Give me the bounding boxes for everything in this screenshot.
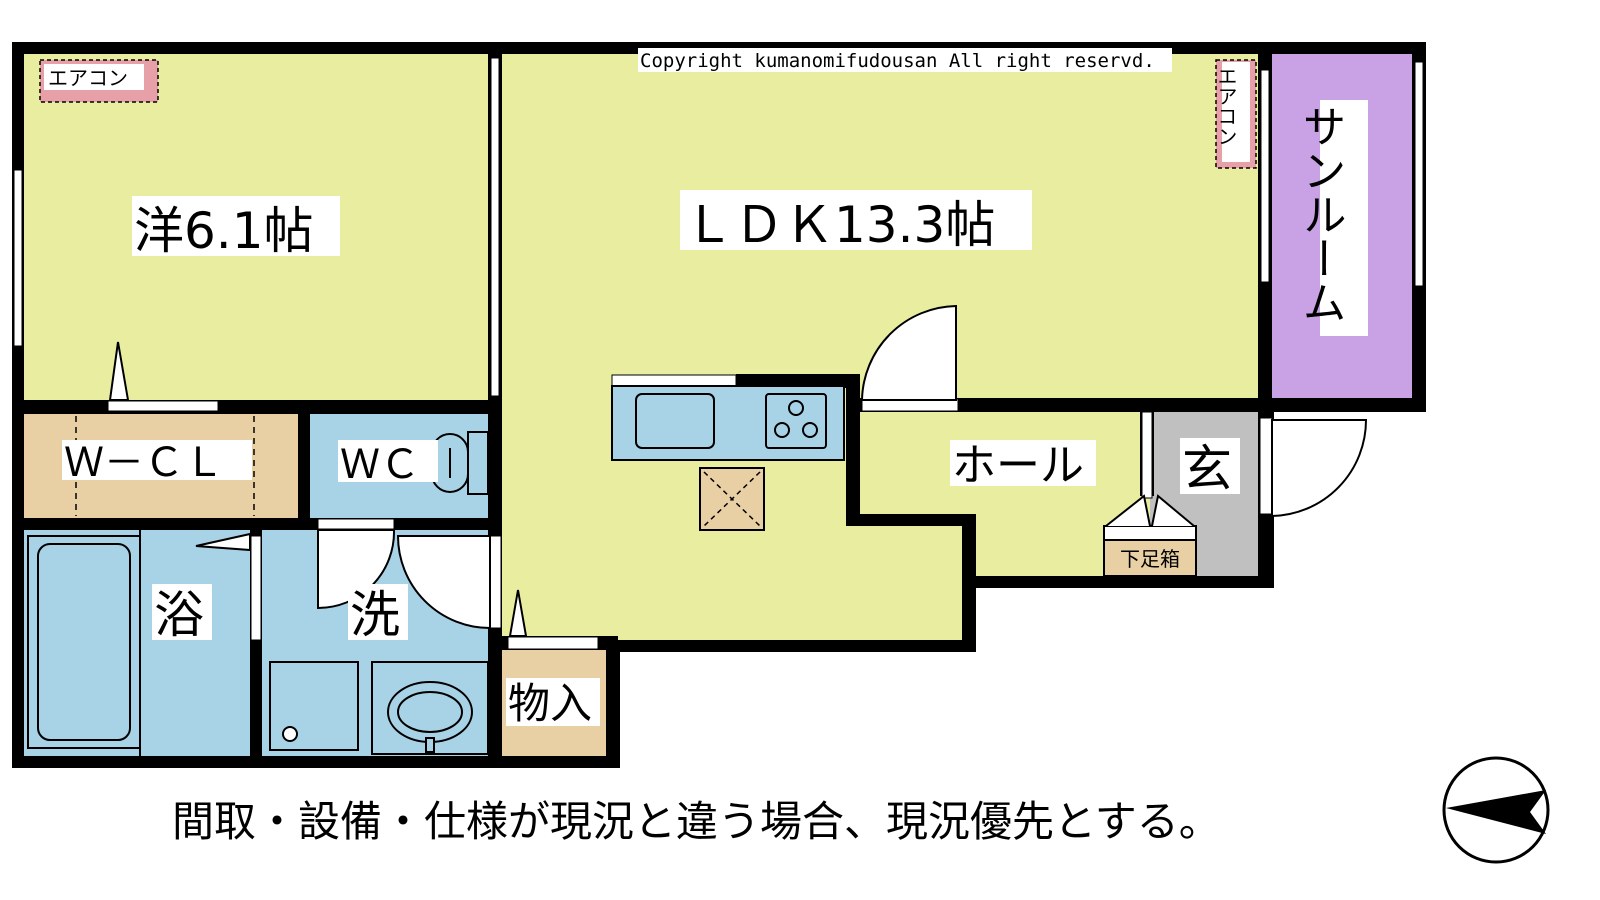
sink-icon [635, 393, 715, 449]
door-gap [507, 636, 599, 650]
compass-needle [1446, 790, 1546, 834]
aircon-tag-inner [44, 64, 144, 90]
burner [788, 400, 804, 416]
room-label-ldk: ＬＤＫ13.3帖 [684, 196, 995, 254]
wall [736, 374, 856, 388]
label-bg [1320, 100, 1368, 336]
burner [802, 422, 818, 438]
door-gap [107, 400, 219, 412]
bathtub-icon [27, 530, 141, 756]
table-cross [703, 471, 761, 527]
burner [774, 422, 790, 438]
north-arrow-icon [1442, 756, 1550, 864]
wall [606, 640, 620, 768]
window [490, 57, 500, 397]
room-label-bath: 浴 [154, 586, 204, 644]
basin-inner [397, 691, 463, 733]
wall [298, 400, 310, 530]
toilet-icon [431, 431, 489, 495]
door-gap [250, 535, 262, 641]
wall [846, 374, 860, 524]
label-bg [152, 584, 212, 640]
door-gap [317, 518, 395, 530]
toilet-tank [467, 431, 489, 495]
room-label-entrance: 玄 [1182, 440, 1232, 498]
wall [962, 576, 1274, 588]
door-swing [860, 304, 957, 401]
label-bg [950, 440, 1096, 486]
door-gap [1259, 417, 1273, 515]
windows [13, 57, 1424, 397]
wash-fixtures [269, 661, 489, 755]
window [1260, 69, 1270, 283]
window [1414, 61, 1424, 287]
wall [1258, 398, 1426, 412]
aircon-tags: エアコン エアコン [39, 59, 1257, 169]
wall [606, 640, 976, 652]
label-bg [348, 584, 408, 640]
door-gap [1141, 411, 1153, 499]
aircon-label: エアコン [48, 66, 128, 90]
shoe-box-label: 下足箱 [1120, 547, 1180, 571]
wall [846, 514, 976, 526]
room-label-storage: 物入 [508, 679, 592, 728]
disclaimer: 間取・設備・仕様が現況と違う場合、現況優先とする。 [172, 797, 1221, 846]
label-bg [680, 190, 1032, 250]
room-label-hall: ホール [952, 440, 1084, 491]
copyright: Copyright kumanomifudousan All right res… [640, 50, 1155, 72]
aircon-label: エアコン [1214, 66, 1238, 146]
kitchen [611, 385, 845, 531]
label-bg [62, 440, 252, 480]
door-swing [195, 532, 251, 552]
stove-icon [765, 393, 827, 449]
door-swings [108, 304, 1368, 637]
wall [12, 400, 502, 414]
shoe-box: 下足箱 [1103, 494, 1197, 577]
room-labels: 洋6.1帖 ＬＤＫ13.3帖 サンルーム Ｗ－ＣＬ ＷＣ ホール 玄 浴 洗 物… [62, 100, 1368, 728]
shoe-box-top [1103, 525, 1197, 541]
label-bg [506, 678, 600, 726]
door-swing [108, 341, 130, 401]
door-swing [396, 535, 491, 630]
door-swing [508, 589, 528, 637]
room-label-sunroom: サンルーム [1295, 104, 1346, 324]
door-gaps [107, 374, 1273, 650]
copyright-bg [638, 48, 1172, 72]
window [13, 169, 23, 347]
label-bg [132, 196, 340, 256]
door-swing [317, 529, 396, 610]
room-label-western: 洋6.1帖 [134, 202, 314, 260]
shoe-box-doors [1105, 494, 1195, 527]
room-label-wc: ＷＣ [340, 442, 420, 488]
bathtub-inner [37, 543, 131, 741]
shoe-box-body [1103, 539, 1197, 577]
drain [282, 726, 298, 742]
door-swing [1271, 419, 1368, 518]
wall [12, 756, 620, 768]
label-bg [1180, 438, 1240, 494]
basin-tap [425, 737, 435, 753]
room-label-wcl: Ｗ－ＣＬ [64, 440, 224, 486]
label-bg [338, 440, 438, 482]
room-label-washroom: 洗 [350, 586, 400, 644]
aircon-tag-inner [1222, 62, 1250, 162]
